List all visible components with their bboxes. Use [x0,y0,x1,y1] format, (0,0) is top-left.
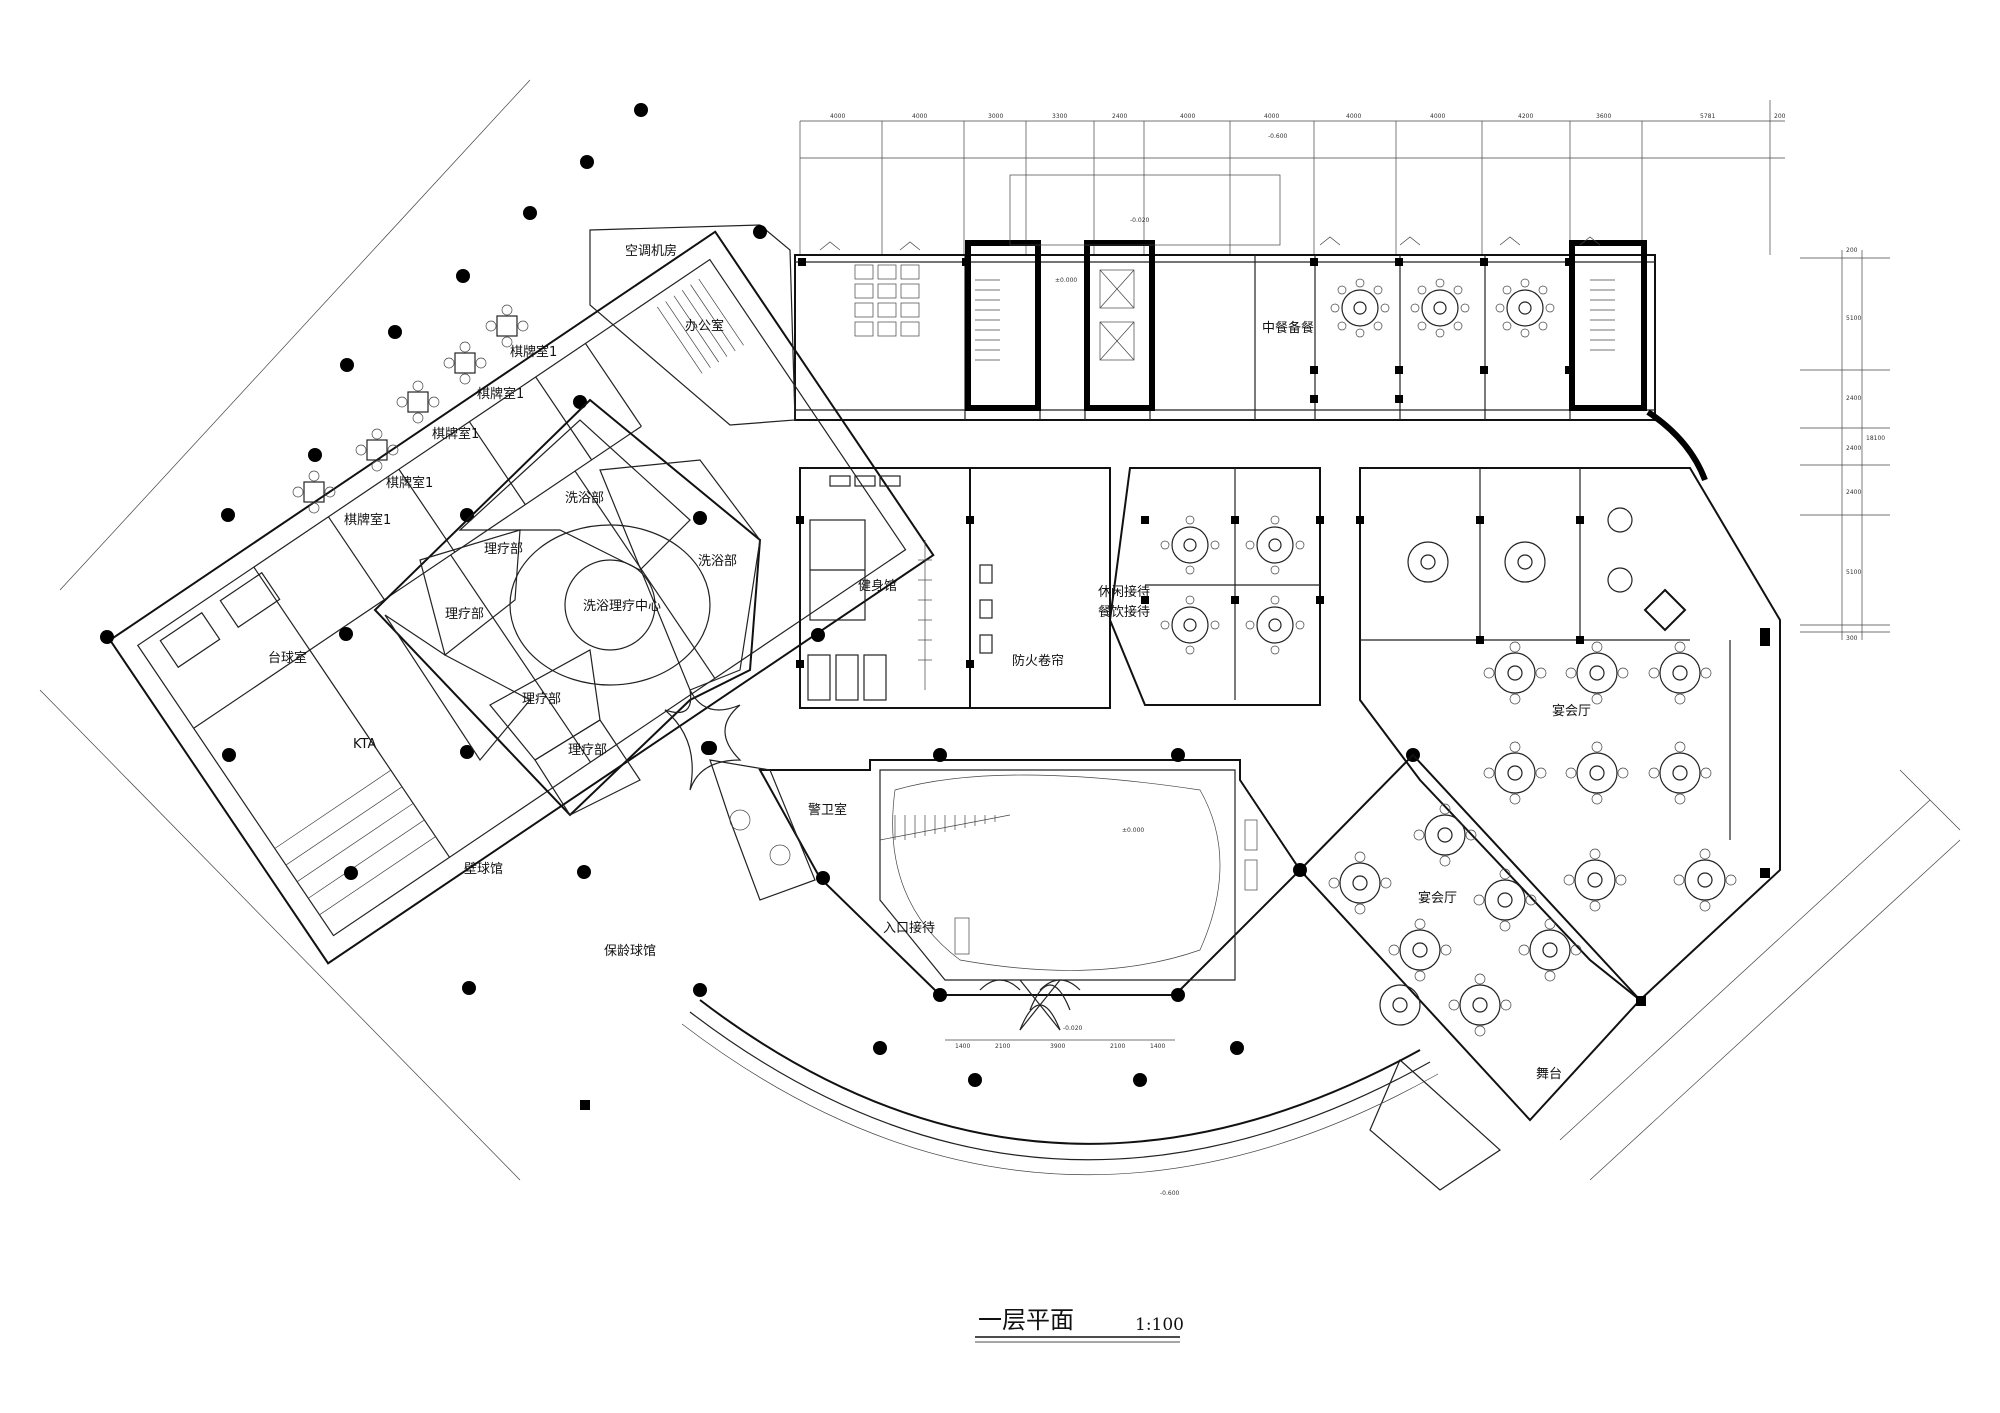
room-chess-3: 棋牌室1 [432,426,479,442]
dim-top-1: 4000 [830,113,845,120]
label-leisure-reception: 休闲接待 [1098,584,1150,600]
dim-entrance-4: 2100 [1110,1043,1125,1050]
room-billiards: 台球室 [268,650,307,666]
right-dimension-chain: 200 5100 2400 2400 2400 5100 300 18100 [1800,247,1890,642]
room-bath-center: 洗浴理疗中心 [583,599,661,614]
dim-entrance-2: 2100 [995,1043,1010,1050]
room-stage: 舞台 [1536,1067,1562,1082]
dim-right-6: 5100 [1846,569,1861,576]
dim-right-total: 18100 [1866,435,1885,442]
room-banquet-2: 宴会厅 [1418,890,1457,906]
room-bath-1: 洗浴部 [565,491,604,506]
level-core: ±0.000 [1055,277,1077,284]
east-banquet: 宴会厅 [1356,467,1781,1002]
room-entrance-reception: 入口接待 [883,920,935,936]
level-lobby: ±0.000 [1122,827,1144,834]
room-bath-2: 洗浴部 [698,554,737,569]
dim-top-7: 4000 [1264,113,1279,120]
room-chess-1: 棋牌室1 [344,512,391,528]
room-chinese-pantry: 中餐备餐 [1262,320,1314,336]
dim-top-3: 3000 [988,113,1003,120]
room-chess-2: 棋牌室1 [386,475,433,491]
dim-top-12: 5781 [1700,113,1715,120]
room-guard: 警卫室 [808,802,847,818]
room-squash: 壁球馆 [464,862,503,877]
room-ac: 空调机房 [625,243,677,259]
level-canopy: -0.020 [1130,217,1150,224]
title-block: 一层平面 1:100 [975,1306,1184,1343]
room-gym: 健身馆 [858,578,897,594]
southeast-banquet: 宴会厅 舞台 [1296,753,1646,1191]
dim-top-9: 4000 [1430,113,1445,120]
drawing-scale: 1:100 [1135,1315,1184,1335]
dim-top-10: 4200 [1518,113,1533,120]
level-top: -0.600 [1268,133,1288,140]
level-plaza: -0.600 [1160,1190,1180,1197]
room-ktv: KTA [353,737,376,752]
room-office: 办公室 [685,318,724,334]
dim-top-11: 3600 [1596,113,1611,120]
room-therapy-2: 理疗部 [445,607,484,622]
diagonal-dimensions [39,79,1961,1181]
dim-top-6: 4000 [1180,113,1195,120]
north-block: 中餐备餐 ±0.000 -0.600 -0.020 [794,133,1708,482]
dim-right-7: 300 [1846,635,1858,642]
dim-entrance-5: 1400 [1150,1043,1165,1050]
top-dimension-chain: 4000 4000 3000 3300 2400 4000 4000 4000 … [799,100,1786,255]
northwest-wing: 棋牌室1 棋牌室1 棋牌室1 棋牌室1 棋牌室1 台球室 KTA 壁球馆 保龄球… [100,103,935,1110]
label-fire-shutter: 防火卷帘 [1012,653,1064,669]
dim-right-4: 2400 [1846,445,1861,452]
entrance-lobby: 1400 2100 3900 2100 1400 ±0.000 -0.020 -… [664,689,1439,1197]
bath-therapy-center: 洗浴部 洗浴部 理疗部 理疗部 理疗部 理疗部 洗浴理疗中心 [373,398,762,817]
dim-top-2: 4000 [912,113,927,120]
dim-entrance-3: 3900 [1050,1043,1065,1050]
room-therapy-4: 理疗部 [568,743,607,758]
room-chess-4: 棋牌室1 [477,386,524,402]
dim-entrance-1: 1400 [955,1043,970,1050]
room-banquet-1: 宴会厅 [1552,703,1591,719]
level-entrance: -0.020 [1063,1025,1083,1032]
dim-right-1: 200 [1846,247,1858,254]
private-dining-rooms [1141,468,1324,700]
dim-top-5: 2400 [1112,113,1127,120]
dim-right-2: 5100 [1846,315,1861,322]
dim-top-13: 200 [1774,113,1786,120]
gym-block: 健身馆 防火卷帘 休闲接待 餐饮接待 [796,467,1321,709]
dim-top-8: 4000 [1346,113,1361,120]
drawing-title: 一层平面 [978,1306,1074,1334]
dim-top-4: 3300 [1052,113,1067,120]
room-chess-5: 棋牌室1 [510,344,557,360]
dim-right-3: 2400 [1846,395,1861,402]
dim-right-5: 2400 [1846,489,1861,496]
room-therapy-1: 理疗部 [484,542,523,557]
room-bowling: 保龄球馆 [604,944,656,959]
label-dining-reception: 餐饮接待 [1098,604,1150,620]
room-therapy-3: 理疗部 [522,692,561,707]
